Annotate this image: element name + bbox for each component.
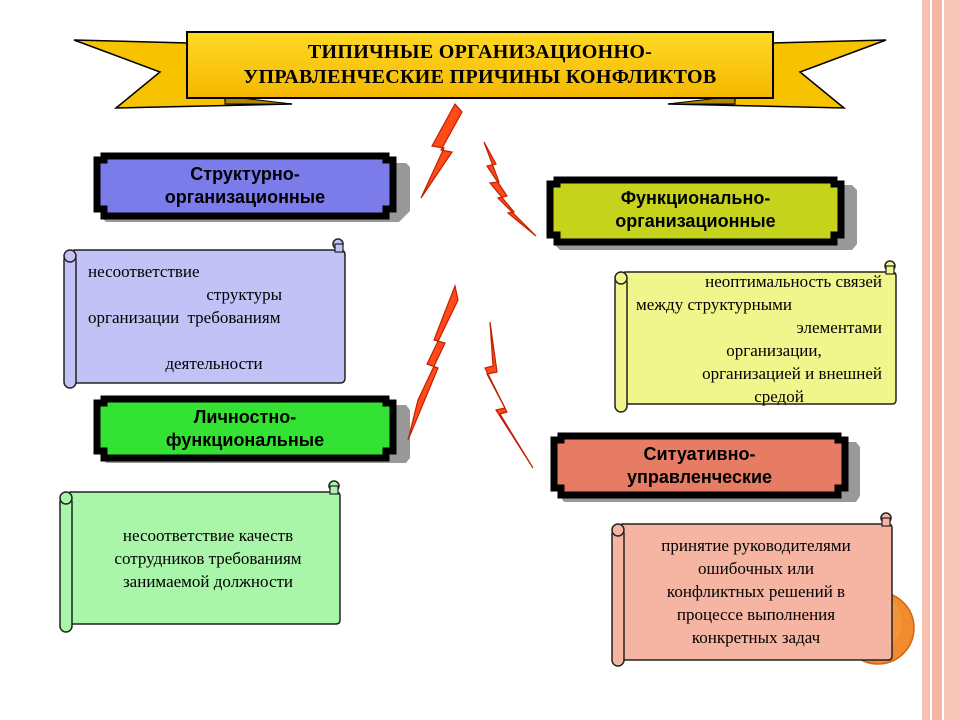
scroll-line: конкретных задач: [691, 628, 821, 647]
scroll-line: средой: [754, 387, 804, 406]
scroll-structural: [63, 238, 346, 389]
category-label-line: функциональные: [165, 430, 325, 450]
category-box-situational: [550, 432, 860, 502]
category-label-line: Ситуативно-: [643, 444, 756, 464]
scroll-personal: [59, 480, 341, 633]
scroll-line: организации требованиям: [88, 308, 281, 327]
scroll-line: несоответствие качеств: [122, 526, 294, 545]
category-label-line: организационные: [615, 211, 776, 231]
lightning-icon: [420, 102, 463, 199]
category-label-line: управленческие: [626, 467, 773, 487]
scroll-line: элементами: [796, 318, 882, 337]
title-line: УПРАВЛЕНЧЕСКИЕ ПРИЧИНЫ КОНФЛИКТОВ: [243, 66, 717, 88]
category-box-functional: [546, 176, 857, 250]
scroll-line: принятие руководителями: [661, 536, 851, 555]
lightning-icon: [484, 321, 534, 469]
scroll-text-situational: принятие руководителями ошибочных или ко…: [620, 534, 892, 649]
category-boxes: [93, 152, 860, 502]
title-line: ТИПИЧНЫЕ ОРГАНИЗАЦИОННО-: [307, 41, 653, 63]
category-label-personal: Личностно- функциональные: [104, 403, 386, 455]
lightning-icon: [483, 141, 537, 237]
scroll-line: структуры: [206, 285, 282, 304]
scroll-line: процессе выполнения: [676, 605, 836, 624]
scroll-text-functional: неоптимальность связей между структурным…: [636, 270, 882, 408]
title-banner: [73, 31, 887, 109]
scroll-situational: [611, 512, 893, 667]
scroll-line: занимаемой должности: [122, 572, 294, 591]
right-stripes: [922, 0, 960, 720]
scroll-line: конфликтных решений в: [666, 582, 846, 601]
scroll-functional: [614, 260, 897, 413]
category-label-structural: Структурно- организационные: [104, 160, 386, 212]
scroll-line: организации,: [726, 341, 822, 360]
category-box-structural: [93, 152, 410, 222]
category-label-line: Функционально-: [620, 188, 771, 208]
category-label-functional: Функционально- организационные: [557, 184, 834, 236]
category-box-personal: [93, 395, 410, 463]
category-label-line: Структурно-: [190, 164, 300, 184]
scroll-line: неоптимальность связей: [705, 272, 882, 291]
scroll-line: несоответствие: [88, 262, 200, 281]
scroll-line: организацией и внешней: [702, 364, 882, 383]
scroll-line: ошибочных или: [698, 559, 814, 578]
lightning-icon: [407, 283, 459, 441]
scroll-line: сотрудников требованиям: [114, 549, 302, 568]
scroll-line: между структурными: [636, 295, 793, 314]
scroll-text-structural: несоответствие структуры организации тре…: [84, 260, 334, 375]
scroll-line: деятельности: [165, 354, 263, 373]
scroll-line: [84, 329, 334, 352]
category-label-line: организационные: [164, 187, 326, 207]
page-title: ТИПИЧНЫЕ ОРГАНИЗАЦИОННО- УПРАВЛЕНЧЕСКИЕ …: [187, 34, 773, 96]
category-label-line: Личностно-: [193, 407, 297, 427]
lightning-bolts: [407, 102, 537, 469]
scroll-text-personal: несоответствие качеств сотрудников требо…: [76, 524, 340, 593]
category-label-situational: Ситуативно- управленческие: [561, 440, 838, 492]
